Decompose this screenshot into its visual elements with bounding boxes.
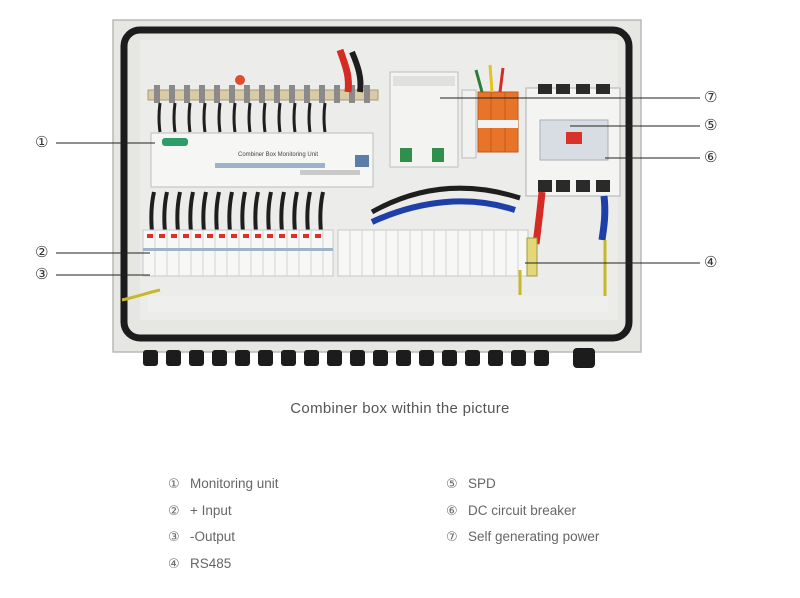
terminal-label-strip bbox=[148, 296, 608, 312]
spd-module bbox=[477, 91, 519, 153]
legend-number: ⑦ bbox=[446, 530, 458, 545]
legend-item: ⑤ SPD bbox=[446, 476, 599, 503]
positive-output-cable bbox=[336, 48, 352, 93]
monitoring-unit-title: Combiner Box Monitoring Unit bbox=[238, 152, 318, 158]
ground-wire bbox=[121, 288, 161, 302]
legend-label: Self generating power bbox=[468, 529, 600, 544]
legend-item: ③ -Output bbox=[168, 529, 279, 556]
figure-caption: Combiner box within the picture bbox=[290, 400, 510, 417]
legend-number: ③ bbox=[168, 530, 180, 545]
input-cables bbox=[149, 191, 325, 233]
callout-3: ③ bbox=[35, 265, 49, 283]
callout-1: ① bbox=[35, 133, 49, 151]
callout-7: ⑦ bbox=[704, 88, 718, 106]
legend-item: ④ RS485 bbox=[168, 556, 279, 583]
combiner-box-figure: Combiner Box Monitoring Unit bbox=[56, 19, 700, 368]
callout-leaders bbox=[56, 97, 700, 276]
legend-label: RS485 bbox=[190, 555, 232, 571]
legend-label: -Output bbox=[190, 529, 236, 544]
cable-glands bbox=[143, 348, 595, 368]
legend-right-column: ⑤ SPD ⑥ DC circuit breaker ⑦ Self generatin… bbox=[446, 476, 599, 556]
self-generating-power-module bbox=[389, 71, 459, 168]
legend-item: ① Monitoring unit bbox=[168, 476, 279, 503]
callout-2: ② bbox=[35, 243, 49, 261]
callout-4: ④ bbox=[704, 253, 718, 271]
callout-5: ⑤ bbox=[704, 116, 718, 134]
legend-item: ⑥ DC circuit breaker bbox=[446, 503, 599, 530]
legend-number: ① bbox=[168, 477, 180, 492]
legend-number: ④ bbox=[168, 556, 180, 572]
warning-label-icon bbox=[235, 75, 245, 85]
dc-circuit-breaker bbox=[525, 84, 621, 197]
busbar-terminals bbox=[154, 85, 370, 103]
legend-label: + Input bbox=[190, 502, 232, 518]
input-fuse-holders-negative bbox=[337, 229, 529, 277]
door-gasket bbox=[120, 26, 633, 342]
legend-label: DC circuit breaker bbox=[468, 502, 577, 518]
legend-number: ⑤ bbox=[446, 477, 458, 492]
legend-number: ⑥ bbox=[446, 503, 458, 519]
legend-item: ② + Input bbox=[168, 503, 279, 530]
legend-label: SPD bbox=[468, 476, 496, 491]
legend-item: ⑦ Self generating power bbox=[446, 529, 599, 556]
terminal-block bbox=[461, 89, 477, 159]
legend-number: ② bbox=[168, 503, 180, 519]
legend-label: Monitoring unit bbox=[190, 476, 279, 491]
legend-left-column: ① Monitoring unit ② + Input ③ -Output ④ RS48… bbox=[168, 476, 279, 582]
monitoring-unit: Combiner Box Monitoring Unit bbox=[150, 132, 374, 188]
callout-6: ⑥ bbox=[704, 148, 718, 166]
rs485-terminal bbox=[526, 237, 538, 277]
